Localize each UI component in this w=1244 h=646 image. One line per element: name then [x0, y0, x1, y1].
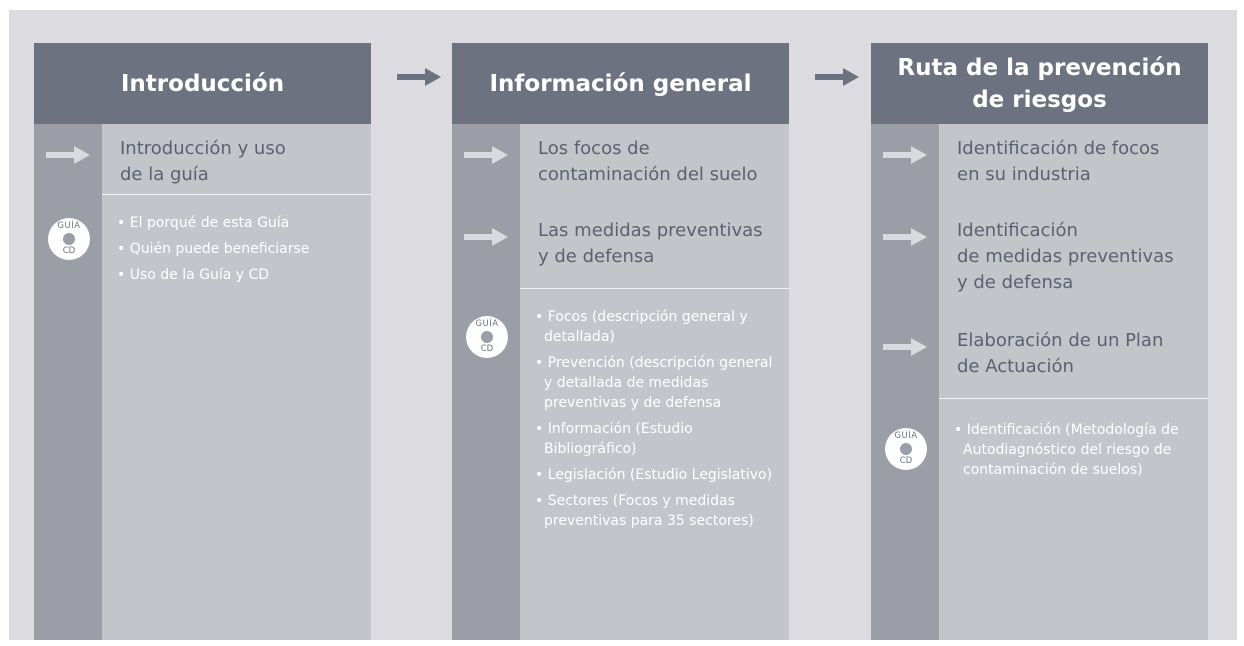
column-title: Información general	[452, 43, 789, 124]
divider	[939, 398, 1208, 399]
column-side-bar	[452, 124, 520, 640]
column-link-label: Las medidas preventivas y de defensa	[538, 220, 763, 267]
bullet-item: Prevención (descripción general y detall…	[535, 353, 781, 413]
column-link-label: Identificación de focos en su industria	[957, 138, 1160, 185]
cd-disc-icon: GUÍA CD	[466, 316, 508, 358]
cd-disc-icon: GUÍA CD	[48, 218, 90, 260]
flow-arrow-icon	[815, 68, 859, 86]
bullet-item: Legislación (Estudio Legislativo)	[535, 465, 781, 485]
column-ruta-prevencion: Ruta de la prevención de riesgos Identif…	[871, 43, 1208, 640]
bullet-item: Sectores (Focos y medidas preventivas pa…	[535, 491, 781, 531]
bullet-item: Quién puede beneficiarse	[117, 239, 363, 259]
arrow-right-icon	[464, 146, 508, 164]
divider	[102, 194, 371, 195]
column-link-label: Identificación de medidas preventivas y …	[957, 220, 1174, 293]
column-side-bar	[871, 124, 939, 640]
column-link-label: Los focos de contaminación del suelo	[538, 138, 758, 185]
column-title: Ruta de la prevención de riesgos	[871, 43, 1208, 124]
bullet-item: Identificación (Metodología de Autodiagn…	[954, 420, 1200, 480]
arrow-right-icon	[464, 228, 508, 246]
arrow-right-icon	[883, 338, 927, 356]
column-link-label: Introducción y uso de la guía	[120, 138, 286, 185]
bullet-list: Focos (descripción general y detallada) …	[535, 307, 781, 537]
bullet-item: Focos (descripción general y detallada)	[535, 307, 781, 347]
bullet-list: El porqué de esta Guía Quién puede benef…	[117, 213, 363, 291]
diagram-frame: Introducción Introducción y uso de la gu…	[9, 10, 1237, 640]
flow-arrow-icon	[397, 68, 441, 86]
column-link-label: Elaboración de un Plan de Actuación	[957, 330, 1164, 377]
bullet-item: Uso de la Guía y CD	[117, 265, 363, 285]
arrow-right-icon	[883, 228, 927, 246]
bullet-item: El porqué de esta Guía	[117, 213, 363, 233]
bullet-list: Identificación (Metodología de Autodiagn…	[954, 420, 1200, 486]
cd-disc-icon: GUÍA CD	[885, 428, 927, 470]
arrow-right-icon	[883, 146, 927, 164]
column-side-bar	[34, 124, 102, 640]
column-title: Introducción	[34, 43, 371, 124]
divider	[520, 288, 789, 289]
arrow-right-icon	[46, 146, 90, 164]
column-introduccion: Introducción Introducción y uso de la gu…	[34, 43, 371, 640]
bullet-item: Información (Estudio Bibliográfico)	[535, 419, 781, 459]
column-informacion-general: Información general Los focos de contami…	[452, 43, 789, 640]
